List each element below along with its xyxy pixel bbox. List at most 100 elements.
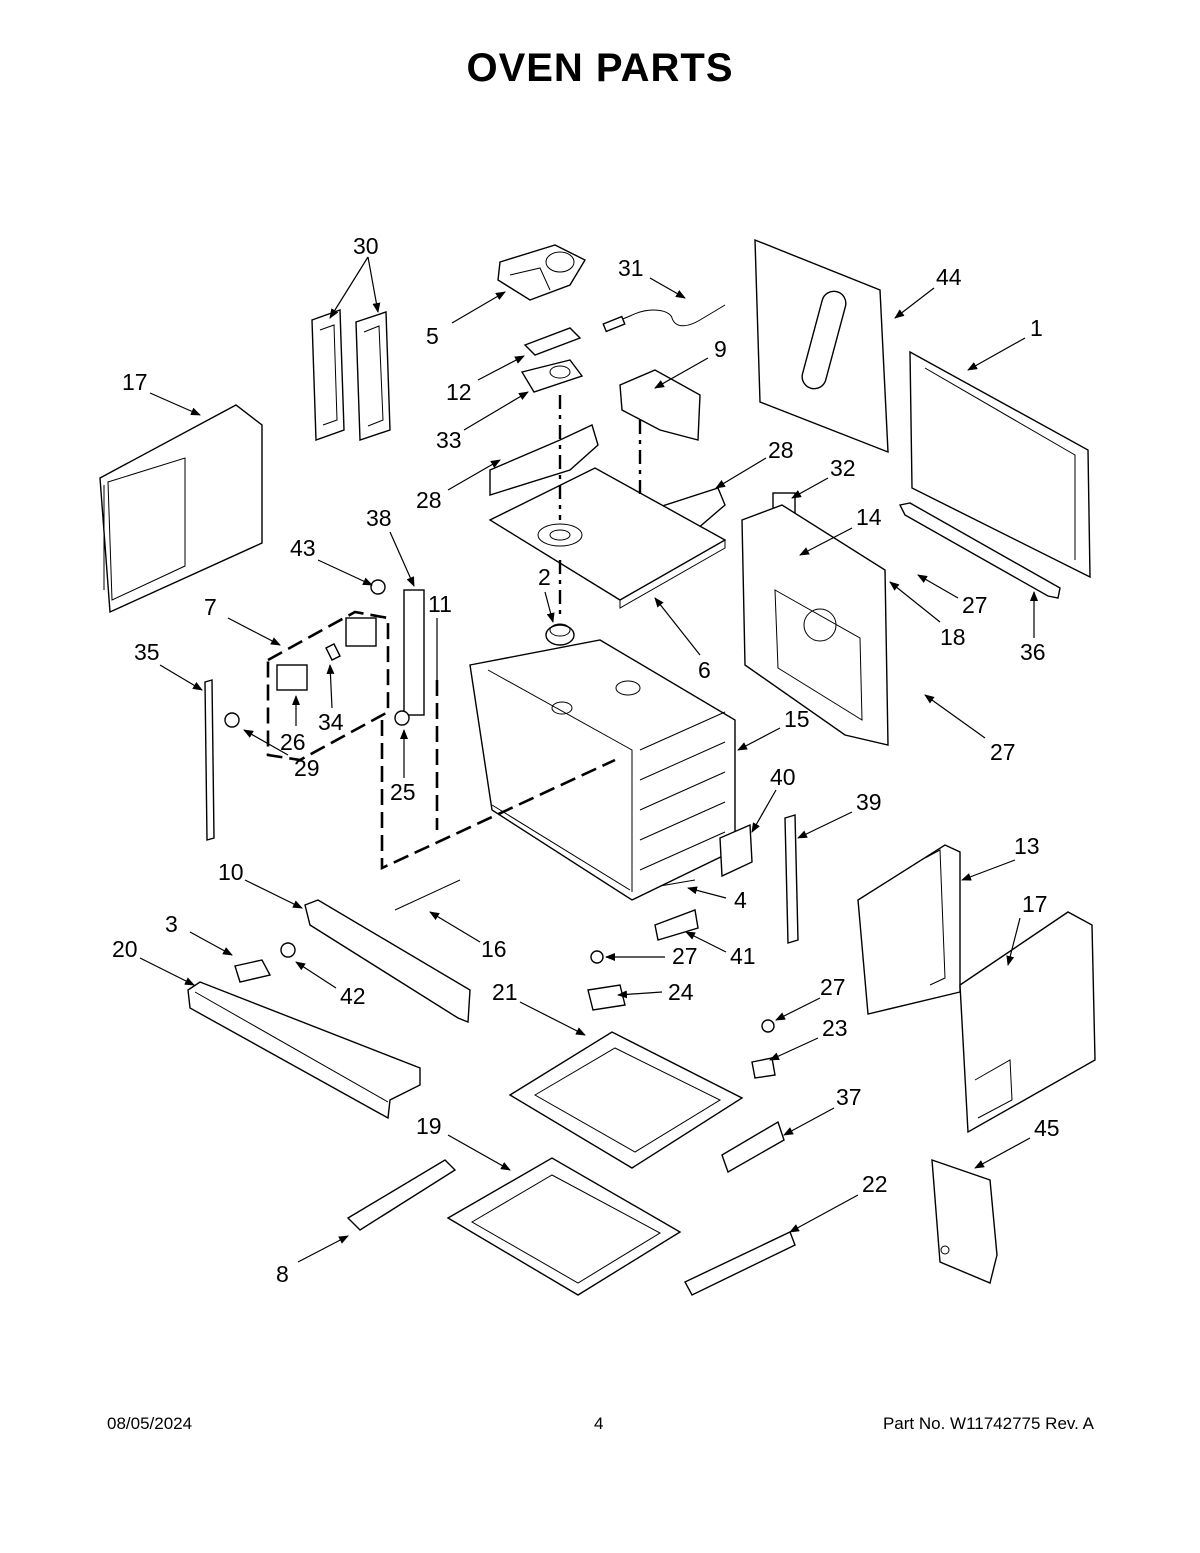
part-21-bottom-tray xyxy=(508,1031,744,1169)
part-8-left-runner xyxy=(346,1159,457,1231)
callout-25: 25 xyxy=(390,779,416,805)
callout-38: 38 xyxy=(366,505,392,531)
callout-22: 22 xyxy=(862,1171,888,1197)
callout-6: 6 xyxy=(698,657,711,683)
callout-2: 2 xyxy=(538,564,551,590)
part-25-bulb xyxy=(394,710,410,726)
callout-31: 31 xyxy=(618,255,644,281)
leader-lines xyxy=(139,256,1038,1263)
part-36-strip xyxy=(898,502,1061,599)
callout-labels: 30 31 44 5 1 9 17 12 33 28 32 28 14 38 4… xyxy=(112,233,1060,1287)
callout-39: 39 xyxy=(856,789,882,815)
part-13-insulation-panel xyxy=(857,844,961,1015)
part-23-clip xyxy=(751,1057,776,1079)
callout-4: 4 xyxy=(734,887,747,913)
part-42-screw xyxy=(280,942,296,958)
part-28-left-bracket xyxy=(489,424,599,496)
part-5-bracket-assembly xyxy=(497,244,586,301)
part-40-filter xyxy=(719,823,753,878)
callout-8: 8 xyxy=(276,1261,289,1287)
callout-3: 3 xyxy=(165,911,178,937)
callout-1: 1 xyxy=(1030,315,1043,341)
callout-27-d: 27 xyxy=(820,974,846,1000)
part-15-oven-cavity xyxy=(469,639,736,901)
part-31-sensor xyxy=(602,304,726,333)
part-10-front-rail xyxy=(304,899,471,1024)
part-45-gasket xyxy=(931,1158,998,1284)
callout-43: 43 xyxy=(290,535,316,561)
callout-13: 13 xyxy=(1014,833,1040,859)
callout-41: 41 xyxy=(730,943,756,969)
callout-28-left: 28 xyxy=(416,487,442,513)
callout-45: 45 xyxy=(1034,1115,1060,1141)
part-17-left-side-panel xyxy=(99,404,263,614)
part-6-oven-top xyxy=(488,467,727,609)
callout-32: 32 xyxy=(830,455,856,481)
callout-26: 26 xyxy=(280,729,306,755)
part-41-bracket xyxy=(654,909,699,941)
callout-16: 16 xyxy=(481,936,507,962)
callout-7: 7 xyxy=(204,594,217,620)
callout-9: 9 xyxy=(714,336,727,362)
assembly-guide-lines xyxy=(380,395,642,871)
footer-page-number: 4 xyxy=(594,1414,604,1433)
callout-44: 44 xyxy=(936,264,962,290)
part-4-wire xyxy=(659,879,696,887)
part-27-screw-a xyxy=(590,950,604,964)
part-2-fan xyxy=(545,623,575,646)
part-35-trim-strip xyxy=(204,679,215,841)
callout-34: 34 xyxy=(318,709,344,735)
callout-35: 35 xyxy=(134,639,160,665)
callout-24: 24 xyxy=(668,979,694,1005)
part-43-screw xyxy=(370,579,386,595)
part-24-bracket xyxy=(587,984,626,1011)
part-17-right-side-panel xyxy=(959,911,1096,1134)
callout-27-c: 27 xyxy=(672,943,698,969)
callout-14: 14 xyxy=(856,504,882,530)
footer-part-number: Part No. W11742775 Rev. A xyxy=(882,1414,1094,1433)
part-29-screw xyxy=(224,712,240,728)
callout-37: 37 xyxy=(836,1084,862,1110)
part-16-probe-rod xyxy=(394,879,461,911)
callout-27-b: 27 xyxy=(990,739,1016,765)
part-20-front-vent xyxy=(187,981,421,1120)
callout-19: 19 xyxy=(416,1113,442,1139)
part-44-rear-panel xyxy=(754,238,889,454)
page-title: OVEN PARTS xyxy=(466,46,734,90)
callout-30: 30 xyxy=(353,233,379,259)
callout-12: 12 xyxy=(446,379,472,405)
part-38-side-trim xyxy=(403,589,425,716)
part-27-screw-b xyxy=(761,1019,775,1033)
callout-20: 20 xyxy=(112,936,138,962)
footer-date: 08/05/2024 xyxy=(107,1414,193,1433)
callout-11: 11 xyxy=(428,591,452,617)
callout-21: 21 xyxy=(492,979,518,1005)
part-39-strip xyxy=(784,814,799,944)
callout-18: 18 xyxy=(940,624,966,650)
part-22-right-runner xyxy=(684,1231,796,1296)
part-1-back-panel xyxy=(909,350,1091,579)
callout-23: 23 xyxy=(822,1015,848,1041)
callout-28-right: 28 xyxy=(768,437,794,463)
part-19-bottom-panel xyxy=(446,1157,682,1296)
callout-15: 15 xyxy=(784,706,810,732)
callout-36: 36 xyxy=(1020,639,1046,665)
callout-27-a: 27 xyxy=(962,592,988,618)
part-12-cover xyxy=(523,327,582,356)
callout-5: 5 xyxy=(426,323,439,349)
callout-17-left: 17 xyxy=(122,369,148,395)
callout-33: 33 xyxy=(436,427,462,453)
callout-42: 42 xyxy=(340,983,366,1009)
part-3-clip xyxy=(234,959,272,983)
part-14-divider-panel xyxy=(741,504,889,746)
part-37-bracket xyxy=(721,1120,785,1174)
callout-40: 40 xyxy=(770,764,796,790)
part-9-duct xyxy=(619,369,701,441)
callout-10: 10 xyxy=(218,859,244,885)
part-33-cover-plate xyxy=(520,359,584,393)
part-7-control-assembly xyxy=(266,610,390,762)
callout-17-right: 17 xyxy=(1022,891,1048,917)
part-30-broil-elements xyxy=(311,309,391,441)
callout-29: 29 xyxy=(294,755,320,781)
